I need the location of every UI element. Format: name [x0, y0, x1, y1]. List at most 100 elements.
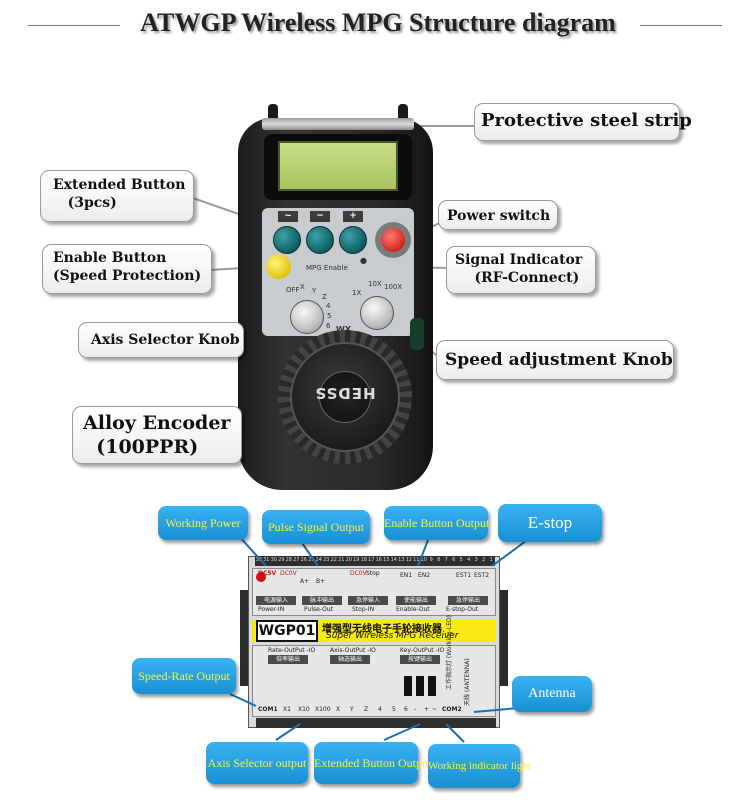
- top-terminal-number: 8: [437, 557, 441, 563]
- top-terminal-number: 24: [315, 557, 322, 563]
- top-terminal-number: 3: [474, 557, 478, 563]
- signal-indicator-icon: ●: [360, 256, 367, 265]
- mark-est2: EST2: [474, 572, 490, 579]
- receiver-name-en: Super Wireless MPG Receiver: [326, 631, 459, 641]
- speed-adjustment-knob[interactable]: [360, 296, 394, 330]
- pin-com1: COM1: [258, 706, 278, 713]
- extended-button-1[interactable]: [273, 226, 301, 254]
- bottom-group-cn-2: 轴选输出: [330, 655, 370, 664]
- mark-dc0v: DC0V: [280, 570, 297, 577]
- page-title: ATWGP Wireless MPG Structure diagram: [140, 8, 616, 37]
- axis-mark-6: 6: [326, 322, 331, 330]
- mark-en2: EN2: [418, 572, 431, 579]
- pin-minus: -: [414, 706, 417, 713]
- callout-power-switch: Power switch: [438, 200, 558, 230]
- bubble-pulse-signal-output: Pulse Signal Output: [262, 510, 370, 544]
- top-terminal-number: 4: [467, 557, 471, 563]
- pin-y: Y: [350, 706, 354, 713]
- top-terminal-number: 10: [420, 557, 427, 563]
- top-terminal-number: 12: [405, 557, 412, 563]
- top-terminal-number: 14: [390, 557, 397, 563]
- pin-plus: +: [424, 706, 430, 713]
- callout-alloy-encoder-text: Alloy Encoder (100PPR): [83, 412, 231, 458]
- top-terminal-number: 30: [270, 557, 277, 563]
- bottom-group-cn-1: 倍率输出: [268, 655, 308, 664]
- top-terminal-number: 27: [293, 557, 300, 563]
- top-terminal-number: 26: [300, 557, 307, 563]
- callout-enable-button-text: Enable Button (Speed Protection): [53, 250, 202, 284]
- extended-button-2[interactable]: [306, 226, 334, 254]
- top-terminal-number: 9: [429, 557, 433, 563]
- top-terminal-number: 22: [330, 557, 337, 563]
- top-terminal-number: 15: [383, 557, 390, 563]
- brand-logo: WX: [336, 325, 351, 334]
- top-group-en-3: Stop-IN: [352, 606, 375, 613]
- pin-z: Z: [364, 706, 369, 713]
- pin-6: 6: [404, 706, 408, 713]
- top-terminal-number: 28: [285, 557, 292, 563]
- top-group-en-1: Power-IN: [258, 606, 285, 613]
- top-terminal-number: 31: [263, 557, 270, 563]
- model-number: WGP01: [256, 620, 318, 642]
- callout-axis-selector-knob: Axis Selector Knob: [78, 322, 244, 358]
- callout-protective-steel-strip: Protective steel strip: [474, 103, 692, 141]
- mark-dc0v-2: DC0V: [350, 570, 367, 577]
- symbol-minus: −: [310, 211, 330, 222]
- top-terminal-number: 1: [489, 557, 493, 563]
- key-switch-3-icon: [428, 676, 436, 696]
- enable-button[interactable]: [266, 254, 291, 279]
- bubble-working-power: Working Power: [158, 506, 248, 540]
- mark-dc5v: DC5V: [258, 570, 277, 577]
- top-group-cn-4: 使能输出: [396, 596, 436, 605]
- top-terminal-number: 16: [375, 557, 382, 563]
- mark-stop: Stop: [366, 570, 380, 577]
- power-dot-icon: [256, 572, 266, 582]
- top-terminal-number: 11: [413, 557, 420, 563]
- callout-speed-adjustment-knob: Speed adjustment Knob: [436, 340, 674, 380]
- top-terminal-number: 25: [308, 557, 315, 563]
- axis-mark-x: X: [300, 283, 305, 291]
- speed-mark-10x: 10X: [368, 280, 382, 288]
- top-io-section: [252, 568, 496, 616]
- bubble-enable-button-output: Enable Button Output: [384, 506, 489, 540]
- callout-signal-indicator-text: Signal Indicator (RF-Connect): [455, 252, 583, 286]
- callout-extended-button-text: Extended Button (3pcs): [53, 177, 186, 211]
- top-terminal-number: 6: [452, 557, 456, 563]
- bubble-axis-selector-output: Axis Selector output: [206, 742, 308, 784]
- axis-mark-off: OFF: [286, 286, 300, 294]
- power-switch[interactable]: [381, 228, 405, 252]
- top-group-cn-3: 急停输入: [348, 596, 388, 605]
- encoder-hub: [319, 371, 371, 423]
- lcd-screen: [278, 141, 398, 191]
- bubble-extended-button-output: Extended Button Output: [314, 742, 431, 784]
- pin-4: 4: [378, 706, 382, 713]
- key-switch-1-icon: [404, 676, 412, 696]
- rail-left: [240, 590, 250, 686]
- callout-enable-button: Enable Button (Speed Protection): [42, 244, 212, 294]
- axis-selector-knob[interactable]: [290, 300, 324, 334]
- alloy-encoder-wheel[interactable]: [290, 342, 400, 452]
- top-terminal-number: 2: [482, 557, 486, 563]
- terminal-strip-bottom: [256, 718, 496, 728]
- top-terminal-number: 20: [345, 557, 352, 563]
- top-terminal-number: 18: [360, 557, 367, 563]
- axis-mark-y: Y: [312, 287, 317, 295]
- callout-alloy-encoder: Alloy Encoder (100PPR): [72, 406, 242, 464]
- axis-mark-4: 4: [326, 302, 331, 310]
- pin-wave: ~: [432, 706, 438, 713]
- mpg-enable-label: MPG Enable: [306, 264, 348, 272]
- steel-strip: [262, 118, 414, 130]
- bubble-working-indicator-light: Working indicator light: [428, 744, 531, 788]
- callout-protective-steel-strip-text: Protective steel strip: [481, 110, 692, 131]
- axis-mark-5: 5: [327, 312, 332, 320]
- axis-mark-z: Z: [322, 293, 327, 301]
- top-terminal-number: 5: [459, 557, 463, 563]
- bubble-antenna: Antenna: [512, 676, 592, 712]
- top-terminal-number: 17: [368, 557, 375, 563]
- extended-button-3[interactable]: [339, 226, 367, 254]
- top-terminal-number: 23: [323, 557, 330, 563]
- top-terminal-number: 19: [353, 557, 360, 563]
- rail-right: [498, 590, 508, 686]
